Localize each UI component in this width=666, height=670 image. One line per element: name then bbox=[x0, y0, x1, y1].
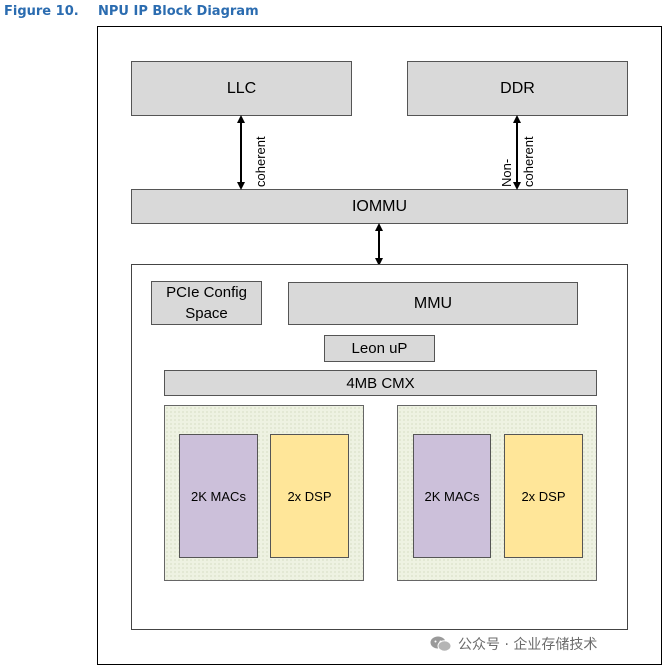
mac-array-right: 2K MACs bbox=[413, 434, 491, 558]
non-label-line1: Non- bbox=[499, 158, 514, 187]
ddr-block: DDR bbox=[407, 61, 628, 116]
pcie-config-space-block: PCIe Config Space bbox=[151, 281, 262, 325]
pcie-label-line2: Space bbox=[185, 305, 228, 322]
dsp-left: 2x DSP bbox=[270, 434, 349, 558]
leon-up-block: Leon uP bbox=[324, 335, 435, 362]
wechat-icon bbox=[430, 635, 452, 653]
pcie-label-line1: PCIe Config bbox=[166, 284, 247, 301]
mac-array-left: 2K MACs bbox=[179, 434, 258, 558]
mmu-block: MMU bbox=[288, 282, 578, 325]
dsp-right: 2x DSP bbox=[504, 434, 583, 558]
diagram-frame bbox=[97, 26, 662, 665]
watermark: 公众号 · 企业存储技术 bbox=[430, 634, 597, 654]
figure-number: Figure 10. bbox=[4, 4, 79, 19]
watermark-text: 公众号 · 企业存储技术 bbox=[458, 637, 598, 653]
non-coherent-label-line2: coherent bbox=[521, 136, 536, 187]
coherent-label: coherent bbox=[253, 136, 268, 187]
figure-title: NPU IP Block Diagram bbox=[98, 4, 259, 19]
figure-caption: Figure 10. NPU IP Block Diagram bbox=[4, 4, 259, 19]
cmx-block: 4MB CMX bbox=[164, 370, 597, 396]
iommu-block: IOMMU bbox=[131, 189, 628, 224]
